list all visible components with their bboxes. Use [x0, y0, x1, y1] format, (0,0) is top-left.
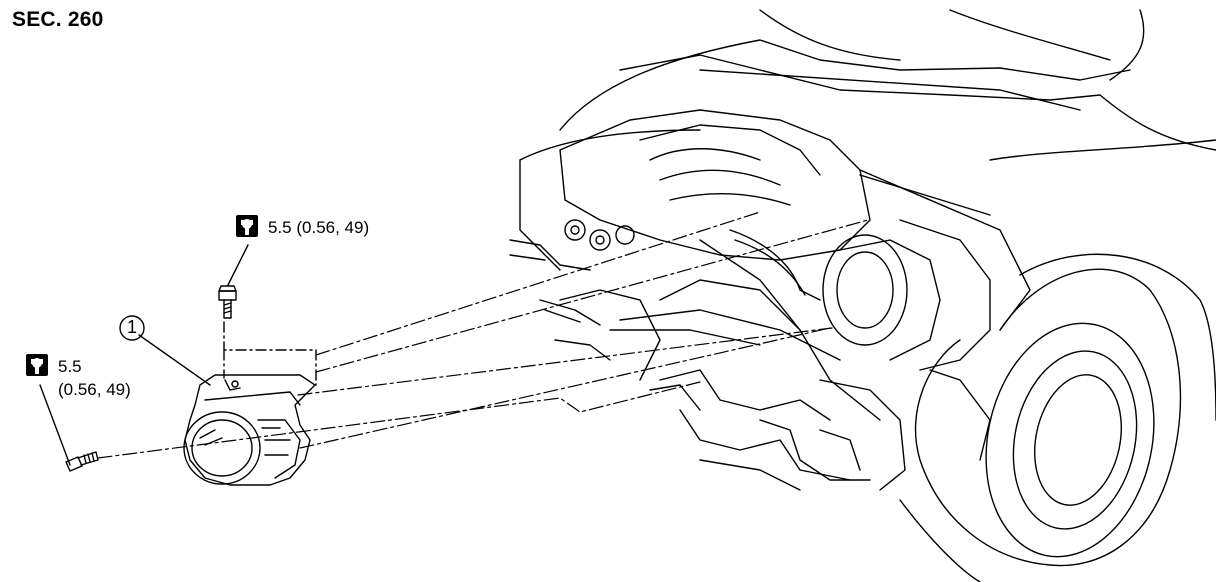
- torque-wrench-glyph: [241, 219, 253, 235]
- torque-wrench-icon: [26, 354, 48, 376]
- callout-number: 1: [126, 317, 137, 337]
- bracket-outline: [223, 321, 317, 386]
- section-code: SEC. 260: [12, 8, 104, 31]
- torque-wrench-glyph: [31, 358, 43, 374]
- vehicle-body-outline: [519, 9, 1216, 331]
- side-bolt: [39, 384, 99, 472]
- wheel: [899, 253, 1216, 582]
- torque-spec-lower-units: (0.56, 49): [58, 380, 131, 399]
- alignment-lines: [97, 211, 869, 459]
- callout-leader: [138, 334, 211, 386]
- torque-spec-lower-value: 5.5: [58, 357, 82, 376]
- torque-wrench-icon: [236, 215, 258, 237]
- torque-spec-upper: 5.5 (0.56, 49): [268, 218, 370, 237]
- fog-lamp-assembly: [183, 374, 316, 486]
- callout-circle: [119, 315, 145, 341]
- engine-bay: [509, 109, 991, 491]
- upper-bolt: [218, 244, 249, 319]
